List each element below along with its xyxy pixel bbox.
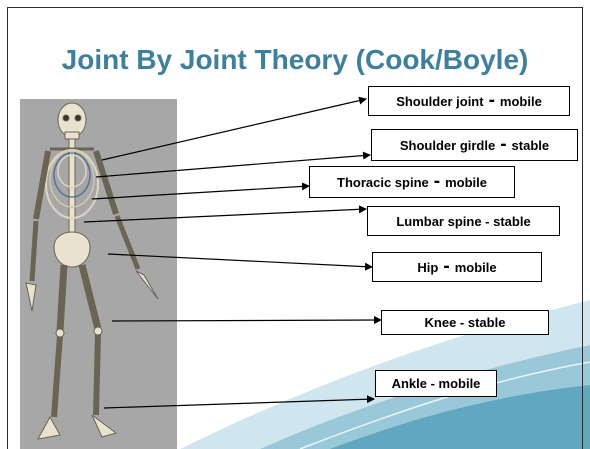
label-thoracic-spine: Thoracic spine-mobile bbox=[309, 166, 515, 198]
label-joint: Shoulder joint bbox=[396, 94, 483, 109]
label-shoulder-joint: Shoulder joint-mobile bbox=[368, 86, 570, 116]
label-joint: Thoracic spine bbox=[337, 175, 429, 190]
label-hip: Hip-mobile bbox=[372, 252, 542, 282]
leader-shoulder-joint bbox=[102, 99, 366, 160]
leader-lumbar-spine bbox=[84, 209, 366, 222]
leader-thoracic-spine bbox=[92, 186, 309, 199]
label-joint: Knee - stable bbox=[425, 315, 506, 330]
label-joint: Lumbar spine - stable bbox=[396, 214, 530, 229]
leader-knee bbox=[112, 320, 381, 321]
leader-ankle bbox=[104, 399, 374, 408]
label-joint: Ankle - mobile bbox=[392, 376, 481, 391]
label-joint: Shoulder girdle bbox=[400, 138, 495, 153]
label-knee: Knee - stable bbox=[381, 310, 549, 335]
label-status: mobile bbox=[500, 94, 542, 109]
label-status: mobile bbox=[455, 260, 497, 275]
label-status: mobile bbox=[445, 175, 487, 190]
leader-hip bbox=[108, 254, 372, 267]
label-ankle: Ankle - mobile bbox=[375, 370, 497, 397]
label-status: stable bbox=[512, 138, 550, 153]
label-joint: Hip bbox=[417, 260, 438, 275]
label-shoulder-girdle: Shoulder girdle-stable bbox=[371, 129, 578, 161]
label-lumbar-spine: Lumbar spine - stable bbox=[367, 206, 560, 236]
